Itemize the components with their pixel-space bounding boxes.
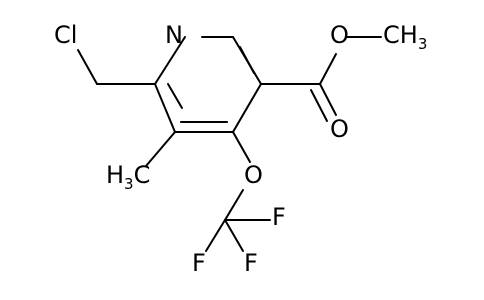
nitrogen-label: N	[165, 21, 183, 49]
bond-c5-c4	[232, 83, 262, 133]
bond-c3-methyl	[145, 131, 176, 167]
ring-methyl-label: H3C	[106, 161, 150, 193]
bond-cf3-f-top	[224, 219, 244, 252]
bond-cf3-f-left	[205, 219, 226, 252]
bond-carbonyl-oxygen-2	[310, 89, 328, 122]
bond-carbonyl-oxygen-1	[319, 83, 337, 116]
fluorine-top-label: F	[272, 203, 286, 231]
bond-ch2-cl	[77, 49, 98, 85]
bond-carbonyl-ester-o	[319, 53, 337, 85]
bond-n-c2	[154, 36, 186, 85]
ester-oxygen-label: O	[330, 21, 349, 49]
bond-c2-c3-inner	[167, 83, 183, 109]
bond-c3-c2	[154, 83, 176, 133]
bond-c6-c5-inner	[239, 46, 255, 74]
fluorine-right-label: F	[244, 249, 258, 277]
bond-ether-o-cf3	[224, 189, 244, 221]
ether-oxygen-label: O	[244, 161, 263, 189]
methyl-terminal-label: CH3	[383, 21, 427, 53]
fluorine-left-label: F	[192, 249, 206, 277]
carbonyl-oxygen-label: O	[330, 115, 349, 143]
bond-c4-ether-o	[232, 131, 251, 163]
chlorine-label: Cl	[54, 21, 77, 49]
